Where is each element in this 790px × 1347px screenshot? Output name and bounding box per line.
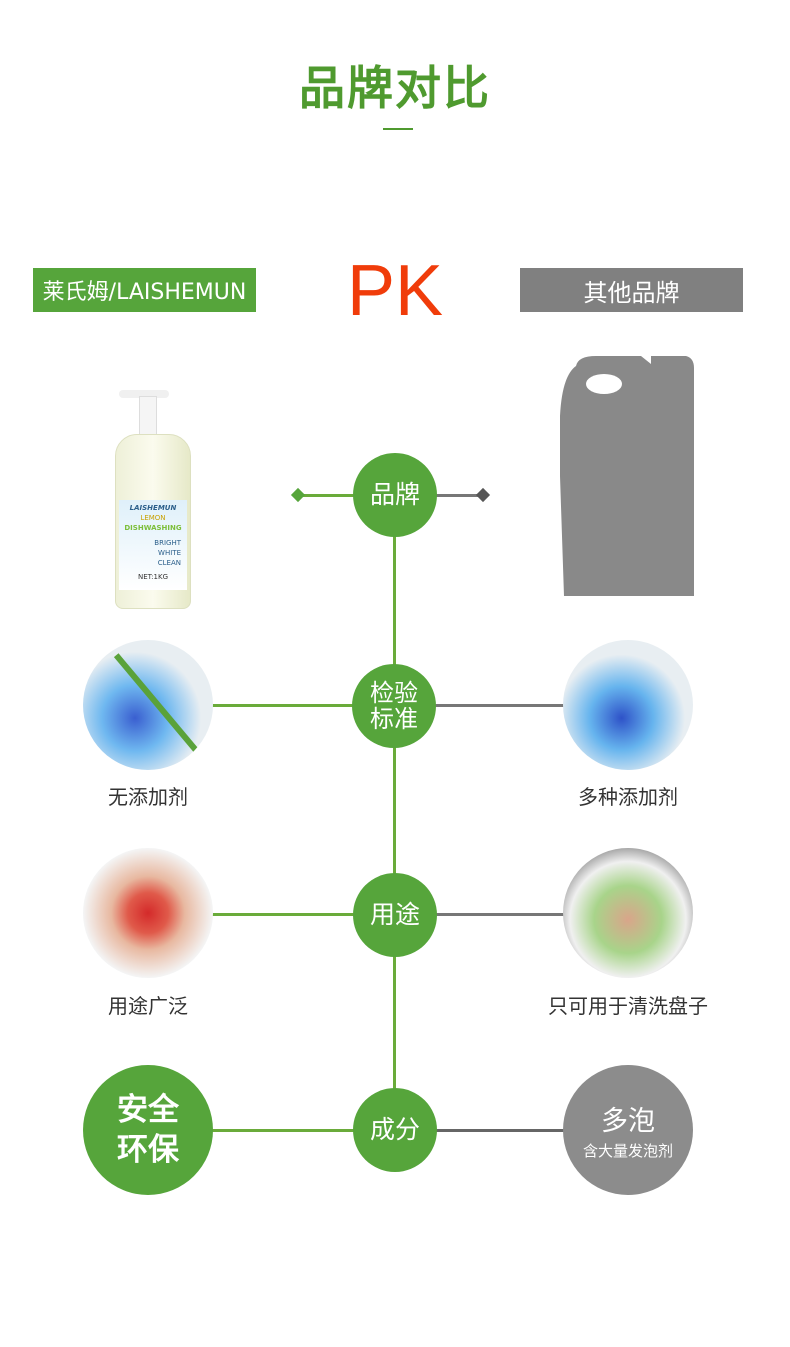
- dish-washing-image: [563, 848, 693, 978]
- other-product-jug: [560, 356, 694, 596]
- node-ingredients: 成分: [353, 1088, 437, 1172]
- left-label: 用途广泛: [108, 994, 188, 1018]
- node-standard: 检验标准: [352, 664, 436, 748]
- connector-right: [432, 1129, 567, 1132]
- our-product-bottle: LAISHEMUN LEMON DISHWASHING BRIGHT WHITE…: [105, 390, 201, 612]
- bottle-type: LEMON: [140, 513, 166, 522]
- bottle-feature: WHITE: [158, 549, 181, 558]
- badge-line: 含大量发泡剂: [582, 1142, 673, 1160]
- badge-line: 安全: [117, 1091, 179, 1128]
- other-brand-tag: 其他品牌: [520, 268, 743, 312]
- connector-left: [298, 494, 358, 497]
- title-underline: [383, 128, 413, 130]
- node-brand: 品牌: [353, 453, 437, 537]
- connector-right: [432, 494, 484, 497]
- versatile-use-image: [83, 848, 213, 978]
- our-brand-tag: 莱氏姆/LAISHEMUN: [33, 268, 256, 312]
- strike-icon: [113, 653, 203, 757]
- foam-badge: 多泡 含大量发泡剂: [563, 1065, 693, 1195]
- connector-left: [210, 704, 360, 707]
- bottle-brand: LAISHEMUN: [129, 504, 177, 512]
- connector-right: [432, 704, 567, 707]
- safe-eco-badge: 安全 环保: [83, 1065, 213, 1195]
- badge-line: 多泡: [601, 1106, 655, 1137]
- right-label: 只可用于清洗盘子: [548, 994, 708, 1018]
- node-label: 检验标准: [370, 678, 418, 733]
- right-label: 多种添加剂: [578, 785, 678, 809]
- additives-image: [563, 640, 693, 770]
- bottle-feature: CLEAN: [157, 558, 181, 567]
- no-additive-image: [83, 640, 213, 770]
- badge-line: 环保: [117, 1132, 179, 1168]
- center-line: [393, 495, 396, 1130]
- node-usage: 用途: [353, 873, 437, 957]
- page-title: 品牌对比: [299, 61, 491, 115]
- connector-left: [210, 1129, 360, 1132]
- bottle-feature: BRIGHT: [154, 539, 181, 548]
- bottle-net: NET:1KG: [138, 572, 168, 581]
- connector-left: [210, 913, 360, 916]
- diamond-end-icon: [290, 487, 306, 503]
- diamond-end-icon: [475, 487, 491, 503]
- left-label: 无添加剂: [108, 785, 188, 809]
- bottle-name: DISHWASHING: [124, 523, 182, 532]
- pk-text: PK: [346, 251, 444, 331]
- connector-right: [432, 913, 567, 916]
